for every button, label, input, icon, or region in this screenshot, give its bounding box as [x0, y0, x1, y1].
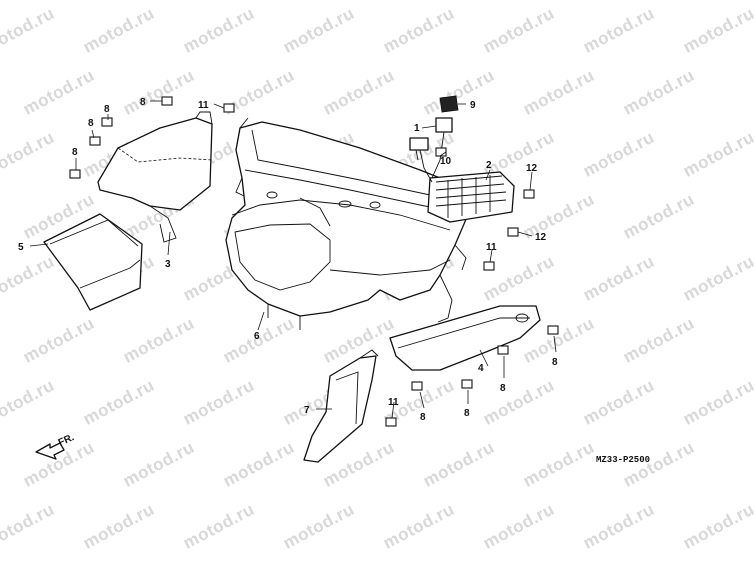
part-6-frame	[225, 117, 471, 330]
callout-8: 8	[420, 412, 426, 423]
callout-8: 8	[500, 383, 506, 394]
callout-7: 7	[304, 405, 310, 416]
callout-5: 5	[18, 242, 24, 253]
callout-1: 1	[414, 123, 420, 134]
callout-8: 8	[104, 104, 110, 115]
part-5-cover	[43, 213, 143, 311]
callout-8: 8	[140, 97, 146, 108]
callout-8: 8	[464, 408, 470, 419]
part-9-clip	[439, 95, 459, 113]
direction-label: FR.	[57, 432, 76, 449]
part-2-regulator	[409, 117, 515, 223]
callout-8: 8	[88, 118, 94, 129]
callout-11: 11	[388, 397, 399, 408]
callout-12: 12	[526, 163, 538, 174]
callout-labels: 8 8 8 8 11 5 3 6 7 4 1 9 10 2 12 12 11 8…	[18, 97, 558, 423]
part-3-shield	[97, 111, 213, 243]
callout-10: 10	[440, 156, 452, 167]
callout-11: 11	[486, 242, 497, 253]
callout-12: 12	[535, 232, 547, 243]
diagram-code: MZ33-P2500	[596, 455, 650, 465]
callout-2: 2	[486, 160, 492, 171]
part-4-cover	[389, 305, 541, 371]
callout-8: 8	[552, 357, 558, 368]
callout-9: 9	[470, 100, 476, 111]
part-7-bracket	[303, 349, 379, 463]
callout-4: 4	[478, 363, 484, 374]
leader-lines	[29, 100, 557, 419]
callout-6: 6	[254, 331, 260, 342]
callout-11: 11	[198, 100, 209, 111]
callout-3: 3	[165, 259, 171, 270]
bolts	[69, 96, 559, 427]
callout-8: 8	[72, 147, 78, 158]
front-direction-arrow: FR.	[35, 432, 76, 460]
